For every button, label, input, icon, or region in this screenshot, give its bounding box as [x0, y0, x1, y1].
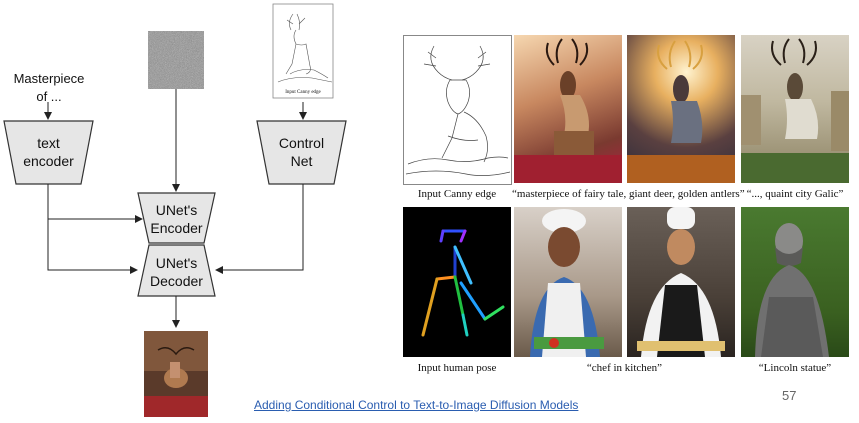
canny-thumbnail	[272, 3, 334, 99]
paper-link[interactable]: Adding Conditional Control to Text-to-Im…	[254, 398, 579, 412]
controlnet-label: Control Net	[278, 135, 325, 169]
canny-thumbnail-caption: Input Canny edge	[285, 90, 321, 95]
caption-pose: Input human pose	[417, 362, 497, 374]
galic-deer-image	[741, 35, 849, 183]
text-encoder-label: text encoder	[23, 135, 74, 169]
human-pose-image	[403, 207, 511, 357]
page-number: 57	[782, 388, 797, 403]
text-encoder-node	[3, 120, 94, 185]
golden-deer-image	[627, 35, 735, 183]
fairy-deer-image	[514, 35, 622, 183]
unet-encoder-label: UNet's Encoder	[150, 202, 203, 236]
canny-edge-image	[403, 35, 512, 185]
caption-fairy: “masterpiece of fairy tale, giant deer, …	[512, 188, 745, 200]
unet-encoder-node	[137, 192, 216, 244]
caption-galic: “..., quaint city Galic”	[746, 188, 844, 200]
caption-canny: Input Canny edge	[417, 188, 497, 200]
chef-image-1	[514, 207, 622, 357]
caption-chef: “chef in kitchen”	[586, 362, 663, 374]
architecture-diagram	[3, 3, 347, 417]
caption-lincoln: “Lincoln statue”	[758, 362, 832, 374]
unet-decoder-node	[137, 244, 216, 297]
output-deer-image	[144, 331, 208, 417]
lincoln-statue-image	[741, 207, 849, 357]
controlnet-node	[256, 120, 347, 185]
prompt-label: Masterpiece of ...	[13, 71, 85, 104]
chef-image-2	[627, 207, 735, 357]
unet-decoder-label: UNet's Decoder	[150, 255, 203, 289]
